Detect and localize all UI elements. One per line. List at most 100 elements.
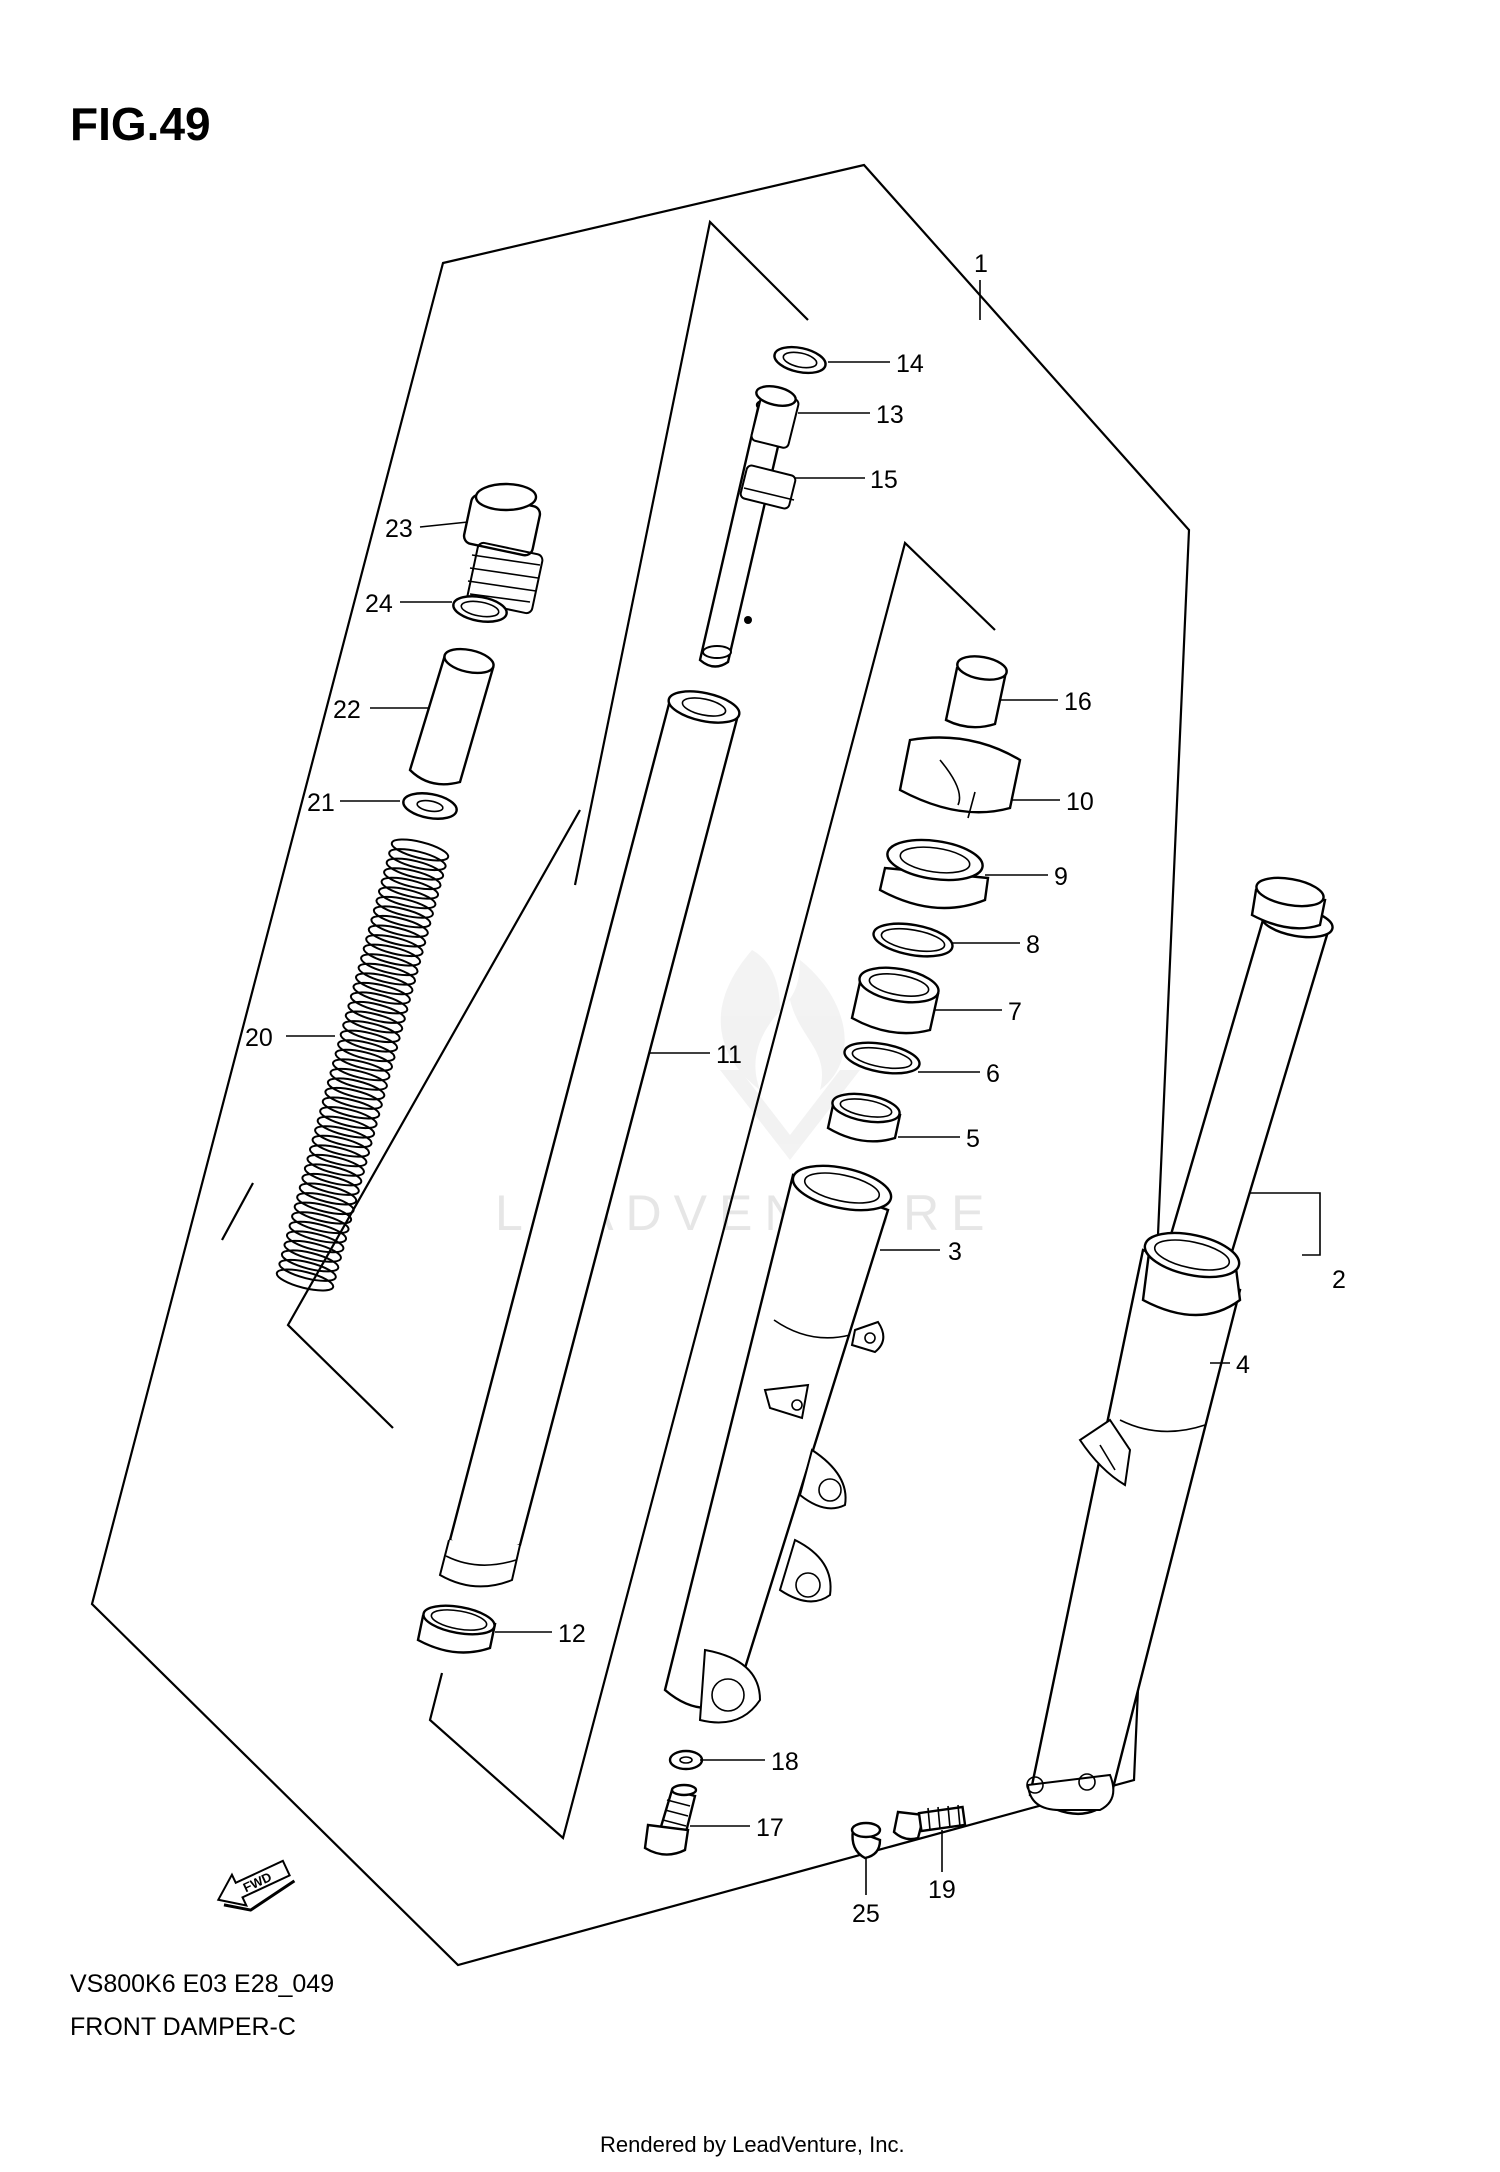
fwd-arrow: FWD [216, 1859, 296, 1912]
oil-seal-part [878, 838, 990, 910]
bolt-cap-part [850, 1821, 882, 1860]
spring-coil [334, 1048, 394, 1072]
watermark-logo [720, 950, 860, 1160]
spring-coil [285, 1230, 345, 1254]
washer-part [402, 792, 458, 820]
snap-ring-part [872, 922, 954, 958]
spring-coil [324, 1086, 383, 1110]
callout-9: 9 [1054, 863, 1068, 891]
inner-tube-part [438, 690, 741, 1588]
spring-coil [301, 1172, 360, 1196]
callout-1: 1 [974, 250, 988, 278]
callout-19: 19 [928, 1876, 956, 1904]
damper-rod-part [698, 385, 800, 668]
rod-group-boundary [573, 219, 809, 886]
spring-coil [377, 886, 437, 910]
spring-coil [349, 991, 409, 1015]
spring-coil [380, 876, 440, 900]
diagram-name: FRONT DAMPER-C [70, 2013, 296, 2041]
damper-bolt-part [643, 1783, 698, 1856]
spring-coil [360, 953, 419, 977]
front-fork-assembly-part [1026, 876, 1334, 1815]
assembly-boundary-outline [90, 163, 1191, 1967]
spring-coil [372, 905, 432, 929]
spring-group-boundary-left [221, 1182, 254, 1241]
spring-coil [367, 924, 427, 948]
retainer-ring-part [843, 1041, 921, 1075]
leader-lines [286, 280, 1321, 1895]
dust-seal-part [898, 736, 1022, 819]
model-code: VS800K6 E03 E28_049 [70, 1970, 334, 1998]
leader-line-2 [1250, 1192, 1321, 1256]
callout-7: 7 [1008, 998, 1022, 1026]
spring-coil [357, 962, 417, 986]
spring-coil [388, 848, 447, 872]
callout-24: 24 [365, 590, 393, 618]
callout-22: 22 [333, 696, 361, 724]
spring-coil [344, 1010, 404, 1034]
spring-coil [311, 1134, 371, 1158]
o-ring-part [452, 595, 508, 623]
outer-tube-part [663, 1164, 893, 1724]
figure-title: FIG.49 [70, 98, 211, 150]
spring-coil [375, 895, 434, 919]
spring-coil [293, 1201, 353, 1225]
render-credit: Rendered by LeadVenture, Inc. [600, 2132, 905, 2157]
callout-14: 14 [896, 350, 924, 378]
callout-6: 6 [986, 1060, 1000, 1088]
spring-coil [385, 857, 445, 881]
callout-17: 17 [756, 1814, 784, 1842]
spring-coil [306, 1153, 365, 1177]
callout-2: 2 [1332, 1266, 1346, 1294]
callout-10: 10 [1066, 788, 1094, 816]
spring-coil [303, 1163, 363, 1187]
spring-coil [347, 1000, 406, 1024]
callout-3: 3 [948, 1238, 962, 1266]
spring-coil [337, 1039, 396, 1063]
callout-11: 11 [716, 1041, 742, 1069]
spring-coil [390, 838, 450, 862]
leader-line-23 [419, 521, 469, 528]
spring-coil [308, 1144, 368, 1168]
spring-coil [316, 1115, 376, 1139]
spring-coil [329, 1067, 388, 1091]
gasket-part [668, 1749, 704, 1771]
slide-bushing-part [416, 1604, 497, 1654]
axle-pinch-bolt-part [892, 1804, 967, 1841]
piston-ring-part [773, 345, 827, 375]
spring-coil [326, 1077, 386, 1101]
spring-coil [321, 1096, 381, 1120]
callout-25: 25 [852, 1900, 880, 1928]
spring-coil [354, 972, 414, 996]
callout-20: 20 [245, 1024, 273, 1052]
callout-4: 4 [1236, 1351, 1250, 1379]
spring-coil [283, 1239, 342, 1263]
callout-8: 8 [1026, 931, 1040, 959]
spring-coil [278, 1258, 337, 1282]
spring-coil [339, 1029, 399, 1053]
spring-coil [275, 1268, 335, 1292]
oil-seal-spacer-part [850, 966, 940, 1035]
spring-group-boundary [286, 809, 581, 1429]
spring-coil [280, 1249, 340, 1273]
spring-coil [383, 867, 442, 891]
spring-coil [342, 1020, 401, 1044]
fork-cap-bolt-part [462, 482, 544, 615]
guide-bushing-part [944, 655, 1008, 729]
callout-12: 12 [558, 1620, 586, 1648]
callout-16: 16 [1064, 688, 1092, 716]
spring-coil [291, 1211, 350, 1235]
fork-spring-part [275, 838, 450, 1292]
spring-coil [370, 914, 429, 938]
callout-18: 18 [771, 1748, 799, 1776]
spring-coil [362, 943, 422, 967]
spring-coil [352, 981, 411, 1005]
spring-coil [296, 1192, 355, 1216]
callout-15: 15 [870, 466, 898, 494]
spring-coil [288, 1220, 348, 1244]
spacer-part [408, 647, 495, 786]
callout-13: 13 [876, 401, 904, 429]
outer-bushing-part [826, 1092, 902, 1143]
callout-5: 5 [966, 1125, 980, 1153]
